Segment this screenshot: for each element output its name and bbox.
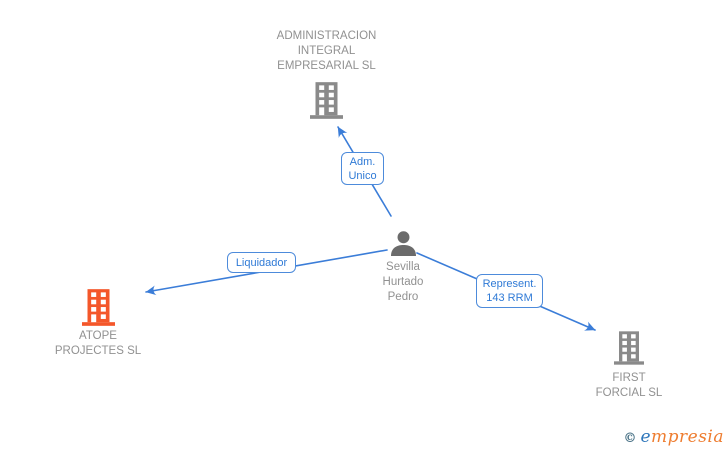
node-person-sevilla-hurtado-pedro[interactable]: Sevilla Hurtado Pedro — [343, 231, 463, 305]
company-name: ATOPE PROJECTES SL — [54, 330, 142, 357]
building-icon — [614, 331, 644, 365]
node-first-forcial[interactable]: FIRST FORCIAL SL — [559, 331, 699, 401]
node-atope-projectes[interactable]: ATOPE PROJECTES SL — [28, 289, 168, 359]
edge-label-adm-unico[interactable]: Adm. Unico — [341, 152, 384, 185]
person-icon — [390, 231, 416, 256]
brand-name: empresia — [640, 427, 724, 447]
building-icon — [81, 289, 115, 326]
node-administracion-integral-empresarial[interactable]: ADMINISTRACION INTEGRAL EMPRESARIAL SL — [250, 29, 403, 119]
copyright-icon: © — [623, 431, 637, 446]
building-icon — [310, 82, 343, 119]
company-name: ADMINISTRACION INTEGRAL EMPRESARIAL SL — [276, 30, 377, 72]
edge-label-liquidador[interactable]: Liquidador — [227, 252, 296, 273]
empresia-logo: © empresia — [623, 427, 724, 447]
edge-label-represent-143-rrm[interactable]: Represent. 143 RRM — [476, 274, 543, 308]
person-name: Sevilla Hurtado Pedro — [382, 261, 424, 303]
company-name: FIRST FORCIAL SL — [595, 372, 663, 399]
